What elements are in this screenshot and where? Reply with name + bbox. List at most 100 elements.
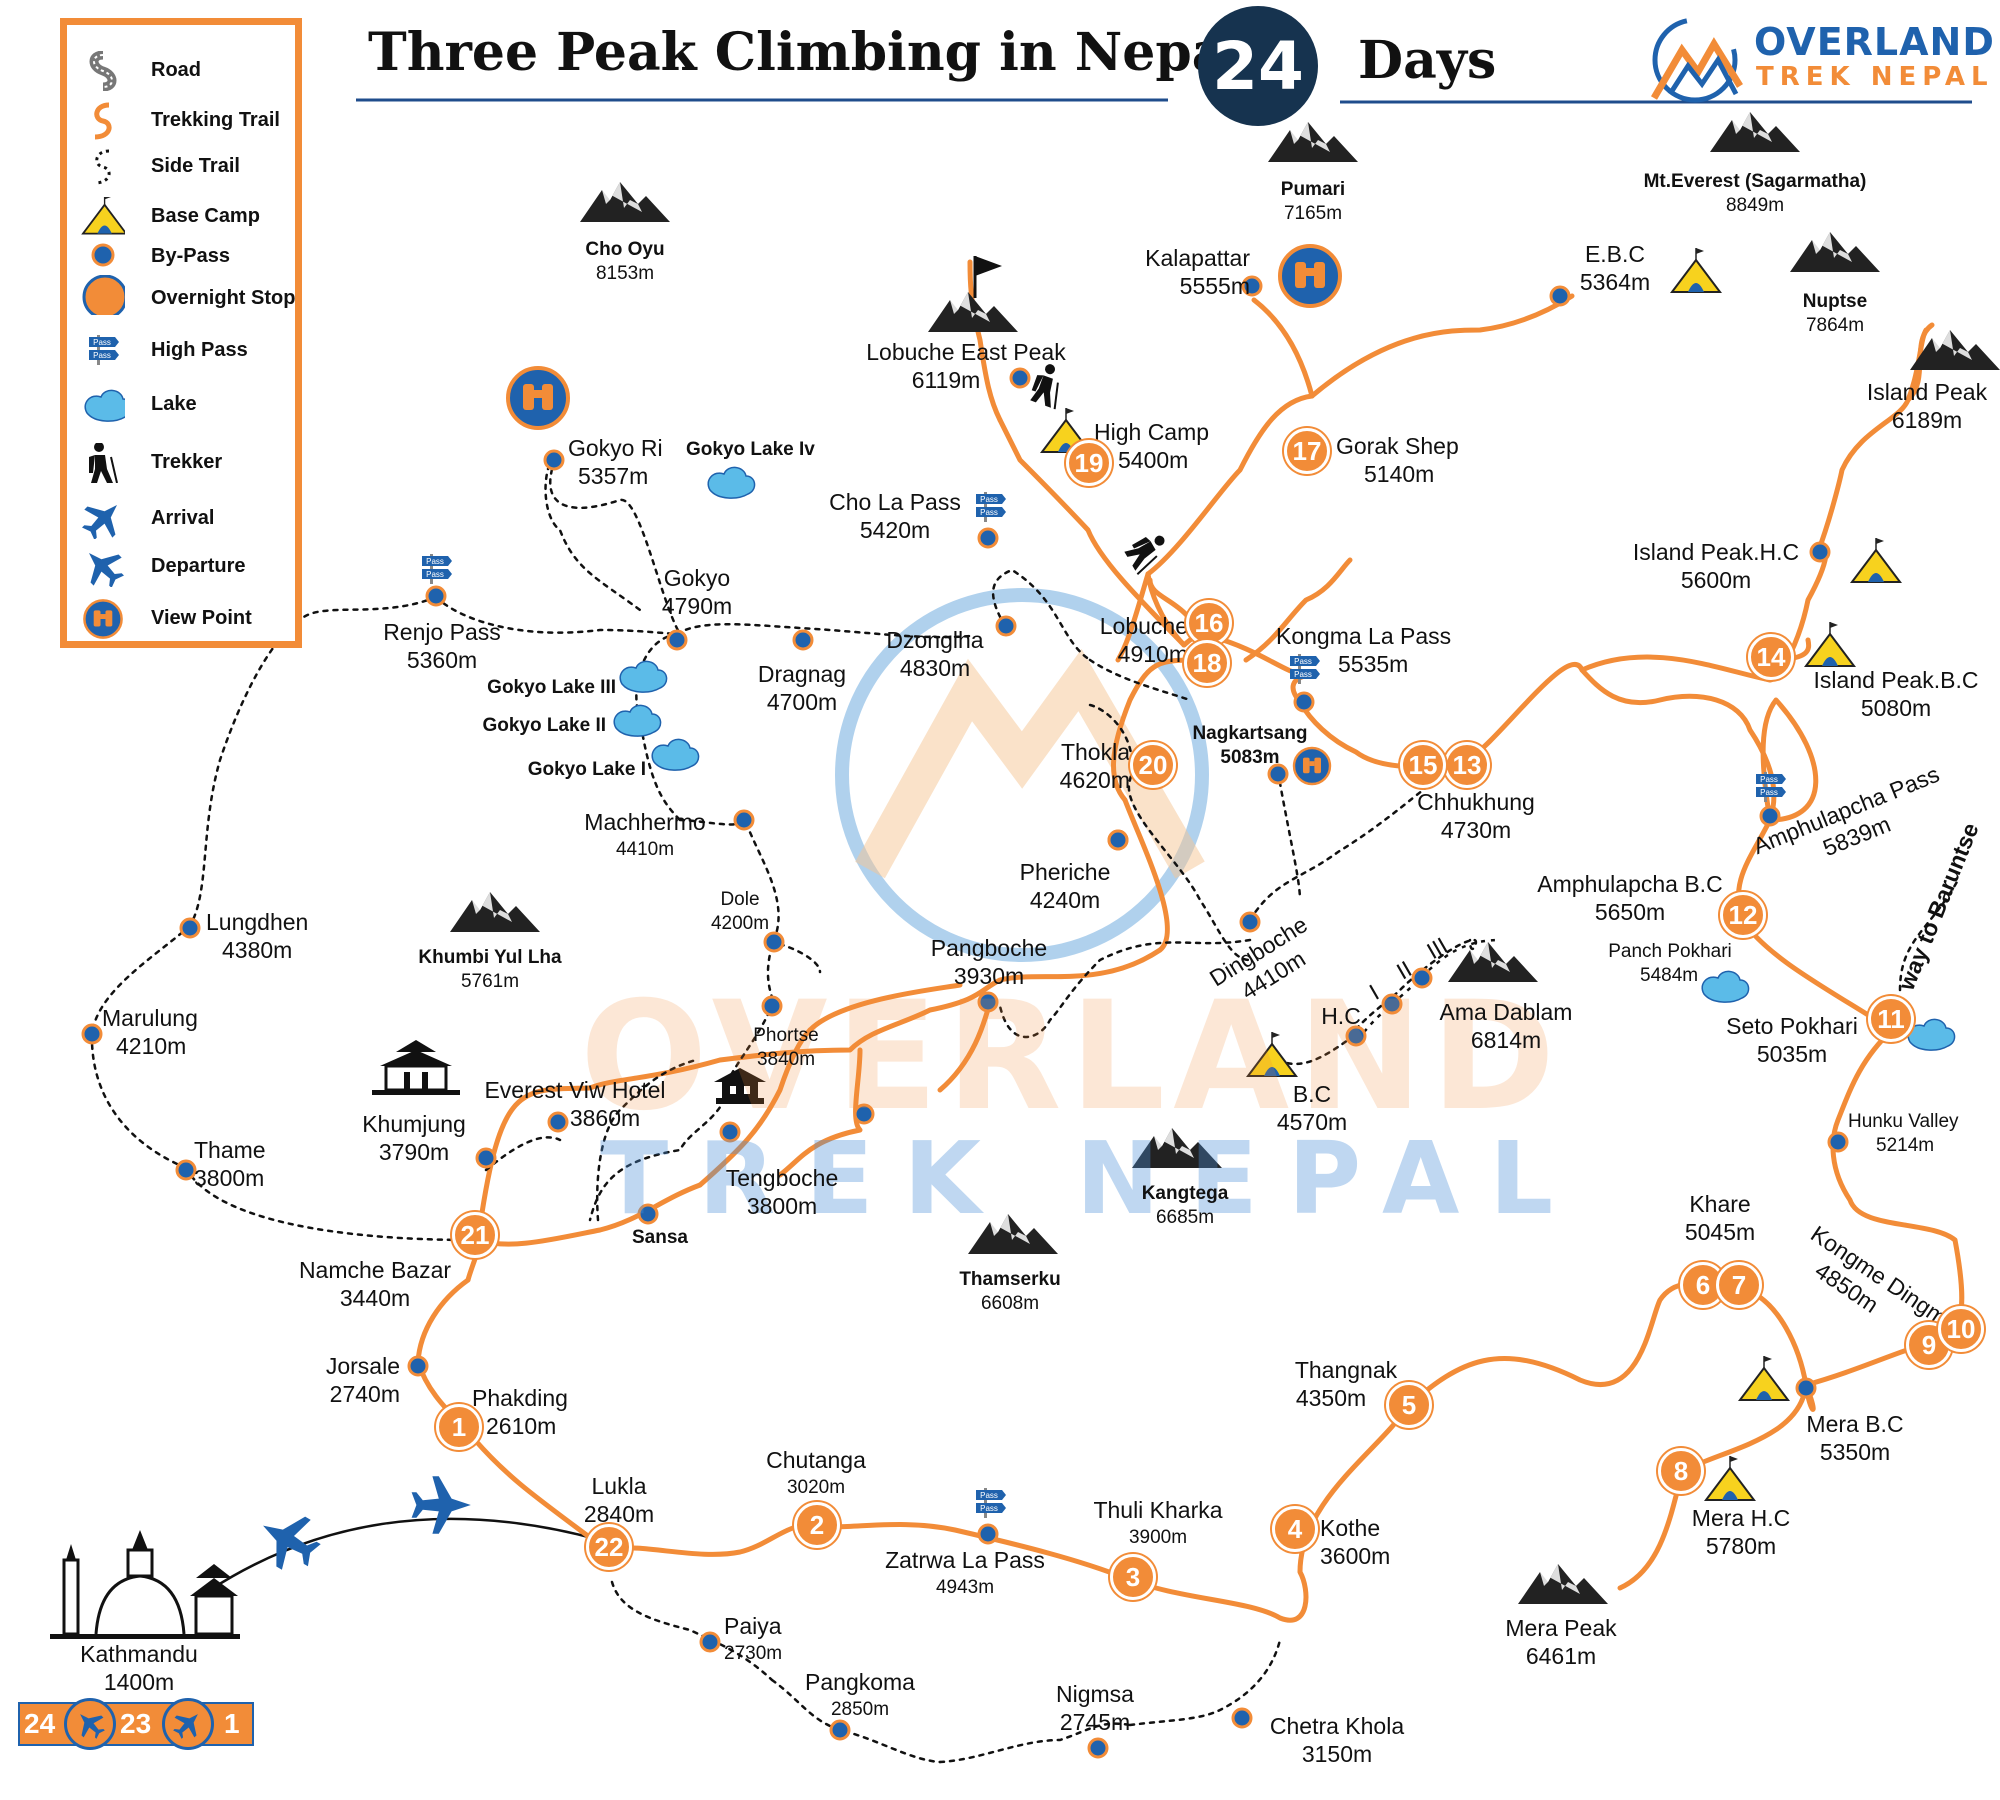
- legend-label: By-Pass: [151, 245, 230, 267]
- tengboche-monastery-icon: [714, 1068, 766, 1104]
- legend-label: Overnight Stop: [151, 287, 296, 309]
- seto-pokhari-lake-icon: [1907, 1018, 1956, 1051]
- legend-row-trekking-trail: Trekking Trail: [67, 101, 295, 141]
- day-badge-3: 3: [1110, 1554, 1156, 1600]
- days-count-badge: 24: [1198, 6, 1318, 126]
- by-pass-dot-icon: [91, 243, 115, 267]
- side-trail-icon: [94, 149, 111, 185]
- kalapattar-binoculars-icon: [1278, 244, 1342, 308]
- days-word: Days: [1358, 30, 1497, 91]
- watermark-circle: [835, 588, 1209, 962]
- legend-label: Departure: [151, 555, 246, 577]
- day-badge-18: 18: [1184, 640, 1230, 686]
- legend-row-lake: Lake: [67, 385, 295, 425]
- jorsale-dot: [407, 1355, 429, 1377]
- place-label-hc: H.C: [1321, 1003, 1361, 1029]
- gokyo-lake-iv-icon: [707, 466, 756, 499]
- tengboche-upper-dot: [853, 1103, 875, 1125]
- legend-row-trekker: Trekker: [67, 443, 295, 483]
- legend-label: Side Trail: [151, 155, 240, 177]
- legend-label: Arrival: [151, 507, 215, 529]
- lake-label-gokyo-iv: Gokyo Lake Iv: [686, 439, 815, 460]
- legend-row-high-pass: High Pass: [67, 331, 295, 371]
- trekker-icon: [88, 443, 118, 483]
- legend-label: High Pass: [151, 339, 248, 361]
- phortse-dot: [761, 995, 783, 1017]
- overnight-stop-circle-icon: [82, 275, 125, 315]
- day-badge-13: 13: [1444, 742, 1490, 788]
- pangkoma-dot: [829, 1719, 851, 1741]
- departure-circle: [64, 1698, 116, 1750]
- everest-peak-icon: [1710, 112, 1800, 152]
- chetra-khola-dot: [1231, 1707, 1253, 1729]
- legend-row-road: Road: [67, 51, 295, 91]
- place-label-sansa: Sansa: [632, 1227, 688, 1248]
- day-badge-11: 11: [1868, 996, 1914, 1042]
- khumjung-dot: [475, 1147, 497, 1169]
- ebc-dot: [1549, 285, 1571, 307]
- machhermo-dot: [733, 809, 755, 831]
- nuptse-peak-icon: [1790, 232, 1880, 272]
- amphulapcha-pass-sign-icon: [1756, 772, 1786, 802]
- lungdhen-dot: [179, 917, 201, 939]
- nagkartsang-dot: [1267, 763, 1289, 785]
- page-title: Three Peak Climbing in Nepal: [368, 22, 1246, 83]
- departure-plane-icon: [80, 1714, 105, 1739]
- sansa-dot: [637, 1203, 659, 1225]
- cho-la-dot: [977, 527, 999, 549]
- marulung-dot: [81, 1023, 103, 1045]
- kalapattar-dot: [1241, 275, 1263, 297]
- mera-hc-tent-icon: [1705, 1455, 1755, 1501]
- departure-plane-icon: [81, 547, 125, 587]
- binoculars-icon: [83, 599, 123, 639]
- paiya-dot: [699, 1631, 721, 1653]
- legend-label: Lake: [151, 393, 197, 415]
- pumari-peak-icon: [1268, 122, 1358, 162]
- gokyo-ri-binoculars-icon: [506, 366, 570, 430]
- day-badge-14: 14: [1748, 634, 1794, 680]
- trekking-trail-icon: [94, 102, 112, 140]
- legend-label: Base Camp: [151, 205, 260, 227]
- kathmandu-days-box: 24 23 1: [18, 1698, 254, 1750]
- arrival-circle: [162, 1698, 214, 1750]
- nigmsa-dot: [1087, 1737, 1109, 1759]
- dragnag-dot: [792, 629, 814, 651]
- gokyo-lake-iii-icon: [619, 660, 668, 693]
- road-icon: [89, 51, 117, 91]
- logo-text-top: OVERLAND: [1754, 20, 1995, 64]
- legend-label: Trekker: [151, 451, 223, 473]
- arrival-plane-icon: [81, 499, 125, 539]
- base-camp-tent-icon: [82, 197, 125, 235]
- legend-row-view-point: View Point: [67, 599, 295, 639]
- lake-label-gokyo-ii: Gokyo Lake II: [482, 715, 606, 736]
- legend-box: Road Trekking Trail Side Trail Base Camp…: [60, 18, 302, 648]
- legend-row-arrival: Arrival: [67, 499, 295, 539]
